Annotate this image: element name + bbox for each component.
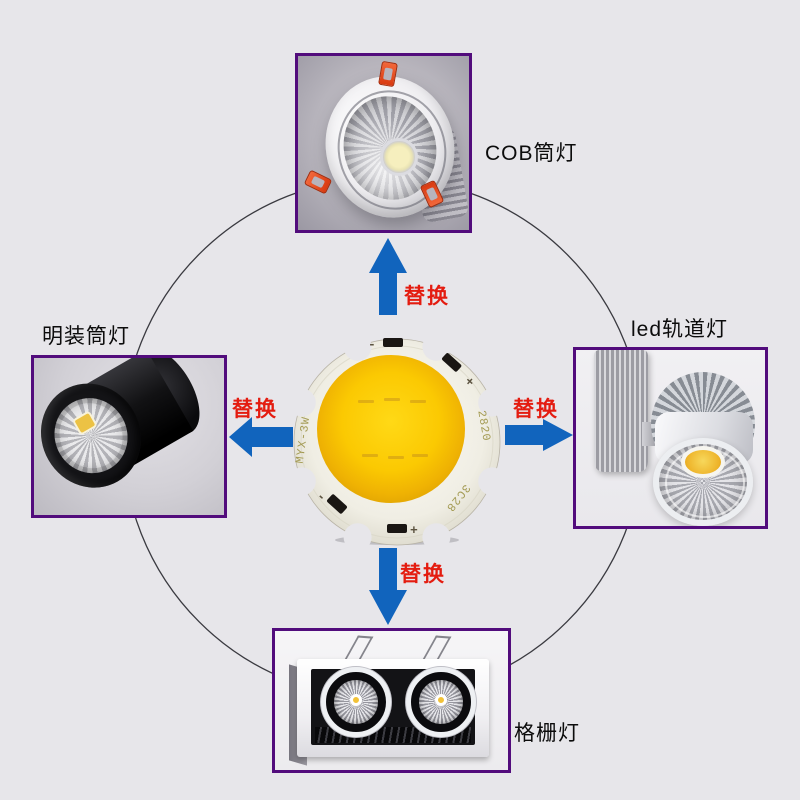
chip-notches bbox=[292, 337, 502, 547]
product-label-surface-downlight: 明装筒灯 bbox=[42, 325, 130, 348]
chip-code-marking: 3C28 bbox=[443, 481, 473, 514]
chip-code-marking: 2820 bbox=[474, 409, 492, 442]
product-label-track-light: led轨道灯 bbox=[631, 318, 729, 341]
mounting-clip bbox=[422, 635, 452, 661]
chip-polarity-plus: + bbox=[410, 523, 418, 538]
chip-phosphor bbox=[317, 355, 465, 503]
grille-spot bbox=[406, 667, 476, 737]
product-label-grille-light: 格栅灯 bbox=[514, 722, 580, 745]
downlight-led bbox=[380, 138, 418, 176]
grille-spot bbox=[321, 667, 391, 737]
spring-clip bbox=[303, 169, 333, 195]
product-label-cob-downlight: COB筒灯 bbox=[485, 142, 578, 165]
arrow-right-icon bbox=[505, 419, 573, 451]
chip-polarity-plus: + bbox=[461, 374, 477, 391]
replace-label-right: 替换 bbox=[513, 398, 559, 421]
chip-polarity-minus: - bbox=[368, 337, 376, 352]
lamp-led bbox=[681, 446, 725, 478]
surface-downlight-image bbox=[34, 358, 224, 515]
chip-polarity-minus: - bbox=[313, 489, 329, 505]
product-card-surface-downlight bbox=[31, 355, 227, 518]
product-card-cob-downlight bbox=[295, 53, 472, 233]
chip-model-marking: MYX-3W bbox=[294, 416, 313, 465]
mounting-clip bbox=[344, 635, 374, 661]
arrow-left-icon bbox=[229, 417, 293, 457]
replace-label-bottom: 替换 bbox=[400, 563, 446, 586]
product-card-grille-light bbox=[272, 628, 511, 773]
replace-label-left: 替换 bbox=[232, 398, 278, 421]
chip-solder-pads bbox=[327, 338, 462, 533]
cob-chip-image: - + - + MYX-3W 2820 3C28 bbox=[292, 337, 502, 547]
product-card-track-light bbox=[573, 347, 768, 529]
track-adapter bbox=[594, 350, 648, 472]
replace-label-top: 替换 bbox=[404, 285, 450, 308]
arrow-up-icon bbox=[369, 238, 407, 315]
